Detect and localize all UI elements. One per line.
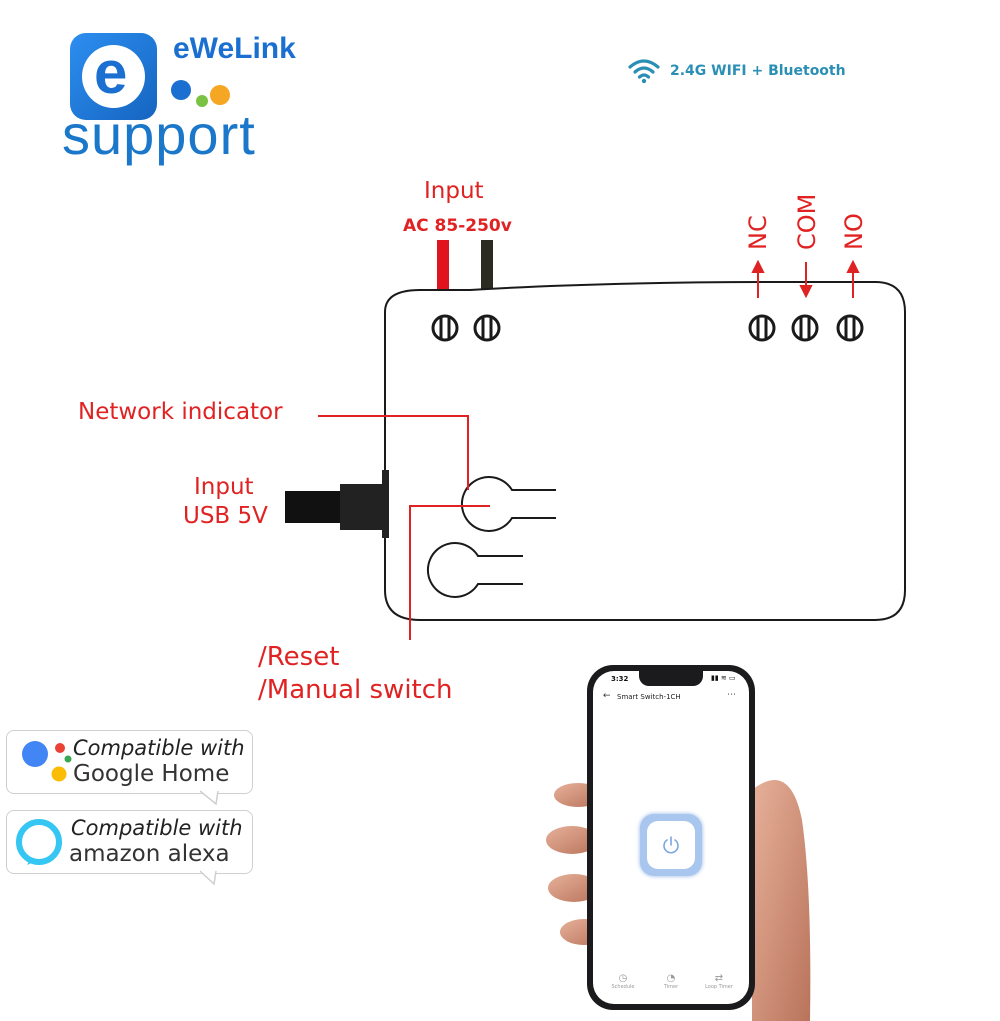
tab-loop-timer-label: Loop Timer bbox=[705, 984, 733, 990]
alexa-ring-icon bbox=[16, 819, 62, 865]
brand-dot-orange bbox=[210, 85, 230, 105]
network-indicator-leader bbox=[318, 415, 469, 490]
wifi-icon bbox=[628, 59, 660, 84]
app-icon-circle bbox=[82, 45, 145, 108]
google-badge-line2: Google Home bbox=[73, 761, 230, 787]
brand-logo: e eWeLink support bbox=[60, 30, 320, 180]
tab-timer[interactable]: ◔ Timer bbox=[651, 973, 691, 999]
terminal-nc-label: NC bbox=[744, 215, 772, 250]
tab-schedule[interactable]: ◷ Schedule bbox=[603, 973, 643, 999]
usb-cable bbox=[285, 491, 347, 523]
more-options-icon[interactable]: ⋯ bbox=[727, 690, 736, 700]
terminal-no-label: NO bbox=[840, 213, 868, 250]
phone-notch bbox=[639, 671, 703, 686]
timer-icon: ◔ bbox=[666, 973, 676, 984]
terminal-arrows bbox=[751, 259, 860, 299]
brand-tagline: support bbox=[62, 103, 256, 166]
alexa-badge-pointer bbox=[200, 870, 217, 886]
terminal-screws bbox=[431, 314, 864, 342]
alexa-badge-line2: amazon alexa bbox=[69, 841, 230, 867]
phone-status-icons: ▮▮ ≋ ▭ bbox=[711, 674, 736, 682]
tab-timer-label: Timer bbox=[663, 984, 679, 990]
phone: 3:32 ▮▮ ≋ ▭ ← Smart Switch-1CH ⋯ ◷ Sched… bbox=[587, 665, 755, 1010]
phone-screen: 3:32 ▮▮ ≋ ▭ ← Smart Switch-1CH ⋯ ◷ Sched… bbox=[593, 671, 749, 1004]
screw-slots bbox=[439, 318, 856, 338]
usb-plug bbox=[340, 484, 384, 530]
screw-nc bbox=[748, 314, 776, 342]
screw-no bbox=[836, 314, 864, 342]
power-input-title: Input bbox=[424, 178, 484, 204]
reset-leader bbox=[409, 505, 490, 640]
brand-name: eWeLink bbox=[173, 32, 296, 65]
power-icon bbox=[663, 836, 679, 854]
google-assistant-icon bbox=[22, 741, 72, 782]
tab-schedule-label: Schedule bbox=[611, 984, 635, 990]
device-body bbox=[384, 281, 906, 621]
alexa-badge-line1: Compatible with bbox=[71, 816, 243, 840]
neutral-wire bbox=[481, 240, 493, 298]
usb-input-spec: USB 5V bbox=[183, 503, 268, 529]
network-indicator-label: Network indicator bbox=[78, 399, 283, 425]
amazon-alexa-badge: Compatible with amazon alexa bbox=[6, 810, 253, 874]
loop-icon: ⇄ bbox=[714, 973, 724, 984]
google-badge-line1: Compatible with bbox=[73, 736, 245, 760]
usb-input-title: Input bbox=[194, 474, 254, 500]
google-badge-pointer bbox=[200, 790, 219, 806]
brand-dot-blue bbox=[171, 80, 191, 100]
tab-loop-timer[interactable]: ⇄ Loop Timer bbox=[699, 973, 739, 999]
power-input-voltage: AC 85-250v bbox=[403, 216, 512, 236]
ewelink-app-icon: e bbox=[70, 33, 157, 120]
power-button[interactable] bbox=[640, 814, 702, 876]
terminal-com-label: COM bbox=[793, 193, 821, 250]
phone-time: 3:32 bbox=[611, 675, 629, 683]
phone-title: Smart Switch-1CH bbox=[617, 693, 681, 701]
live-wire bbox=[437, 240, 449, 298]
clock-icon: ◷ bbox=[618, 973, 628, 984]
reset-button-shape bbox=[426, 542, 523, 598]
back-arrow-icon[interactable]: ← bbox=[603, 691, 611, 701]
screw-live bbox=[431, 314, 459, 342]
screw-com bbox=[791, 314, 819, 342]
screw-neutral bbox=[473, 314, 501, 342]
manual-switch-label: /Manual switch bbox=[258, 675, 453, 705]
google-home-badge: Compatible with Google Home bbox=[6, 730, 253, 794]
brand-dot-green bbox=[196, 95, 208, 107]
connectivity-label: 2.4G WIFI + Bluetooth bbox=[670, 63, 846, 79]
app-icon-letter: e bbox=[94, 39, 128, 106]
reset-label: /Reset bbox=[258, 642, 340, 672]
power-button-inner bbox=[647, 821, 695, 869]
led-indicator-shape bbox=[460, 476, 556, 532]
usb-port bbox=[382, 470, 389, 538]
